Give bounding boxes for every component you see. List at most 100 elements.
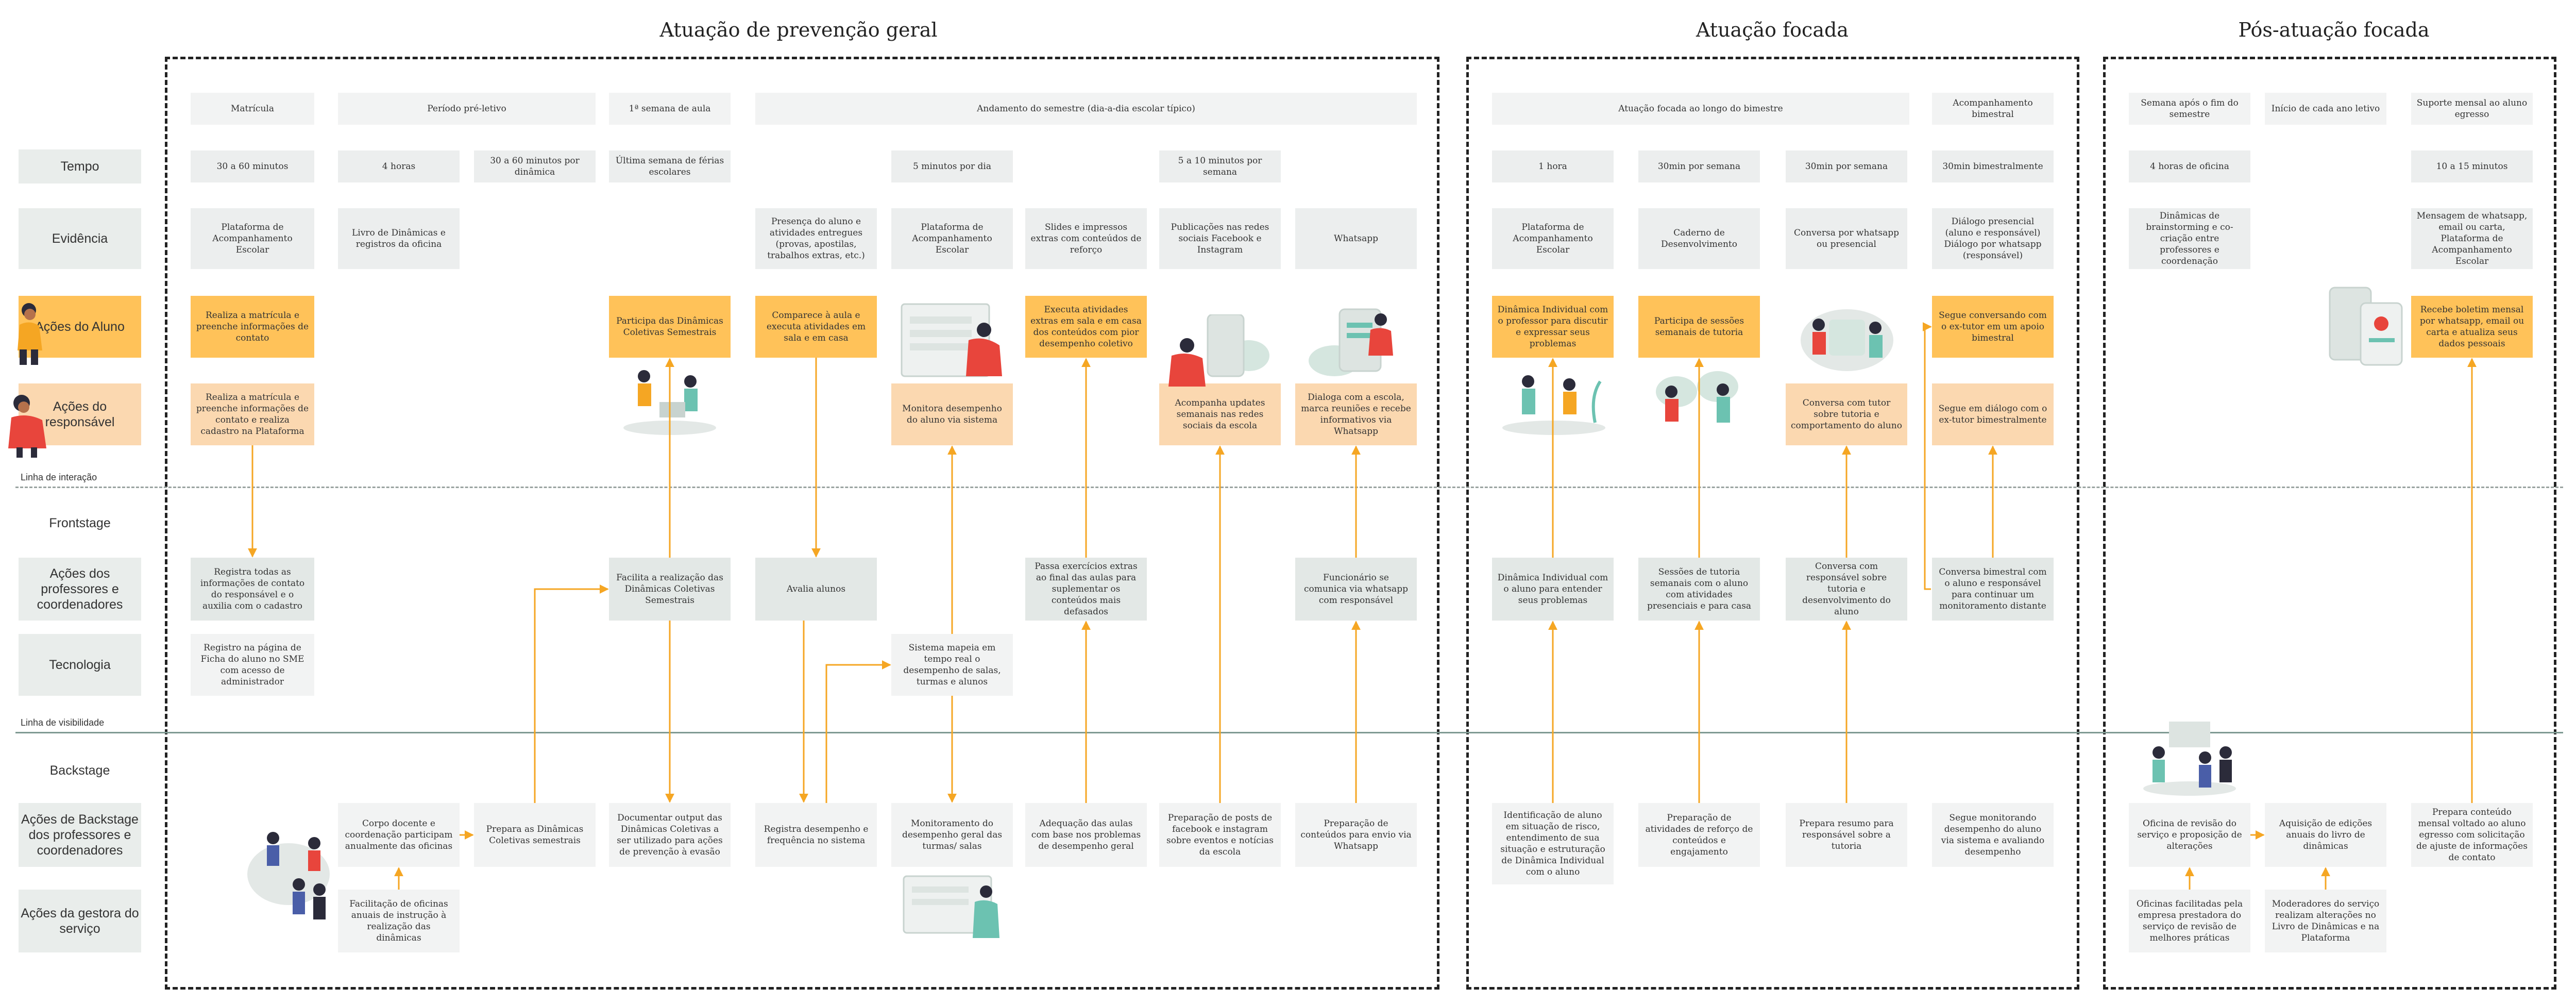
tecnologia-cell: Sistema mapeia em tempo real o desempenh…	[891, 634, 1013, 696]
backstage-action: Corpo docente e coordenação participam a…	[338, 803, 460, 867]
section-box-focada	[1466, 57, 2079, 990]
backstage-action: Segue monitorando desempenho do aluno vi…	[1932, 803, 2054, 867]
professores-action: Avalia alunos	[755, 558, 877, 621]
phase-semana-apos: Semana após o fim do semestre	[2129, 93, 2250, 125]
section-title-pos: Pós-atuação focada	[2238, 19, 2430, 41]
phase-acomp-bimestral: Acompanhamento bimestral	[1932, 93, 2054, 125]
tutor-conversation-illustration	[1801, 309, 1893, 371]
evidencia-cell: Conversa por whatsapp ou presencial	[1786, 208, 1907, 269]
professores-action: Conversa bimestral com o aluno e respons…	[1932, 558, 2054, 621]
tutoring-session-illustration	[1656, 371, 1738, 423]
aluno-action: Segue conversando com o ex-tutor em um a…	[1932, 296, 2054, 358]
evidencia-cell: Caderno de Desenvolvimento	[1638, 208, 1760, 269]
backstage-action: Prepara as Dinâmicas Coletivas semestrai…	[474, 803, 596, 867]
row-label-frontstage: Frontstage	[49, 516, 111, 530]
backstage-action: Identificação de aluno em situação de ri…	[1492, 803, 1614, 884]
professores-action: Facilita a realização das Dinâmicas Cole…	[609, 558, 731, 621]
monitoring-screen-illustration	[901, 303, 1002, 377]
professores-action: Sessões de tutoria semanais com o aluno …	[1638, 558, 1760, 621]
aluno-action: Recebe boletim mensal por whatsapp, emai…	[2411, 296, 2533, 358]
phase-matricula: Matrícula	[191, 93, 314, 125]
backstage-action: Adequação das aulas com base nos problem…	[1025, 803, 1147, 867]
backstage-action: Registra desempenho e frequência no sist…	[755, 803, 877, 867]
tempo-cell: 4 horas	[338, 150, 460, 182]
aluno-action: Dinâmica Individual com o professor para…	[1492, 296, 1614, 358]
evidencia-cell: Whatsapp	[1295, 208, 1417, 269]
aluno-action: Participa das Dinâmicas Coletivas Semest…	[609, 296, 731, 358]
backstage-action: Aquisição de edições anuais do livro de …	[2265, 803, 2386, 867]
tempo-cell: 30min por semana	[1638, 150, 1760, 182]
responsavel-action: Monitora desempenho do aluno via sistema	[891, 383, 1013, 445]
visibility-line	[15, 732, 2563, 733]
evidencia-cell: Presença do aluno e atividades entregues…	[755, 208, 877, 269]
backstage-action: Prepara resumo para responsável sobre a …	[1786, 803, 1907, 867]
newsletter-phone-illustration	[2329, 287, 2403, 366]
whatsapp-chat-illustration	[1309, 308, 1393, 376]
section-box-pos	[2103, 57, 2556, 990]
interaction-line	[15, 487, 2563, 488]
aluno-action: Comparece à aula e executa atividades em…	[755, 296, 877, 358]
section-box-prevencao	[165, 57, 1439, 990]
evidencia-cell: Plataforma de Acompanhamento Escolar	[891, 208, 1013, 269]
row-label-acoes-backstage: Ações de Backstage dos professores e coo…	[19, 803, 141, 867]
row-label-backstage: Backstage	[49, 763, 110, 778]
tempo-cell: 30 a 60 minutos	[191, 150, 314, 182]
phase-semana1: 1ª semana de aula	[609, 93, 731, 125]
responsavel-action: Conversa com tutor sobre tutoria e compo…	[1786, 383, 1907, 445]
row-label-acoes-professores: Ações dos professores e coordenadores	[19, 558, 141, 621]
gestora-action: Moderadores do serviço realizam alteraçõ…	[2265, 890, 2386, 952]
tempo-cell: 30 a 60 minutos por dinâmica	[474, 150, 596, 182]
phase-suporte-mensal: Suporte mensal ao aluno egresso	[2411, 93, 2533, 125]
individual-dynamic-illustration	[1502, 375, 1605, 435]
tempo-cell: 5 minutos por dia	[891, 150, 1013, 182]
monitoring-screen-illustration-2	[903, 875, 999, 938]
visibility-line-label: Linha de visibilidade	[21, 717, 105, 728]
professores-action: Registra todas as informações de contato…	[191, 558, 314, 621]
phase-inicio-ano: Início de cada ano letivo	[2265, 93, 2386, 125]
evidencia-cell: Mensagem de whatsapp, email ou carta, Pl…	[2411, 208, 2533, 269]
tempo-cell: 5 a 10 minutos por semana	[1159, 150, 1281, 182]
aluno-action: Participa de sessões semanais de tutoria	[1638, 296, 1760, 358]
aluno-action: Realiza a matrícula e preenche informaçõ…	[191, 296, 314, 358]
responsavel-action: Realiza a matrícula e preenche informaçõ…	[191, 383, 314, 445]
social-media-illustration	[1168, 314, 1269, 387]
tempo-cell: 30min por semana	[1786, 150, 1907, 182]
evidencia-cell: Diálogo presencial (aluno e responsável)…	[1932, 208, 2054, 269]
evidencia-cell: Livro de Dinâmicas e registros da oficin…	[338, 208, 460, 269]
service-review-illustration	[2143, 722, 2236, 796]
dinamica-coletiva-illustration	[623, 370, 716, 435]
phase-pre-letivo: Período pré-letivo	[338, 93, 596, 125]
professores-action: Passa exercícios extras ao final das aul…	[1025, 558, 1147, 621]
row-label-tempo: Tempo	[19, 149, 141, 183]
section-title-focada: Atuação focada	[1696, 19, 1849, 41]
student-persona-illustration	[18, 303, 42, 365]
responsavel-action: Segue em diálogo com o ex-tutor bimestra…	[1932, 383, 2054, 445]
interaction-line-label: Linha de interação	[21, 472, 97, 482]
tecnologia-cell: Registro na página de Ficha do aluno no …	[191, 634, 314, 696]
tempo-cell: Última semana de férias escolares	[609, 150, 731, 182]
row-label-tecnologia: Tecnologia	[19, 634, 141, 696]
professores-action: Conversa com responsável sobre tutoria e…	[1786, 558, 1907, 621]
section-title-prevencao: Atuação de prevenção geral	[659, 19, 938, 41]
evidencia-cell: Dinâmicas de brainstorming e co-criação …	[2129, 208, 2250, 269]
responsavel-action: Dialoga com a escola, marca reuniões e r…	[1295, 383, 1417, 445]
evidencia-cell: Publicações nas redes sociais Facebook e…	[1159, 208, 1281, 269]
backstage-action: Preparação de posts de facebook e instag…	[1159, 803, 1281, 867]
backstage-action: Monitoramento do desempenho geral das tu…	[891, 803, 1013, 867]
backstage-action: Preparação de conteúdos para envio via W…	[1295, 803, 1417, 867]
gestora-action: Facilitação de oficinas anuais de instru…	[338, 890, 460, 952]
phase-focada-bimestre: Atuação focada ao longo do bimestre	[1492, 93, 1909, 125]
professores-action: Funcionário se comunica via whatsapp com…	[1295, 558, 1417, 621]
backstage-action: Documentar output das Dinâmicas Coletiva…	[609, 803, 731, 867]
phase-andamento: Andamento do semestre (dia-a-dia escolar…	[755, 93, 1417, 125]
gestora-action: Oficinas facilitadas pela empresa presta…	[2129, 890, 2250, 952]
professores-action: Dinâmica Individual com o aluno para ent…	[1492, 558, 1614, 621]
tempo-cell: 1 hora	[1492, 150, 1614, 182]
evidencia-cell: Plataforma de Acompanhamento Escolar	[1492, 208, 1614, 269]
backstage-action: Prepara conteúdo mensal voltado ao aluno…	[2411, 803, 2533, 867]
guardian-persona-illustration	[8, 395, 46, 458]
tempo-cell: 30min bimestralmente	[1932, 150, 2054, 182]
row-label-evidencia: Evidência	[19, 208, 141, 269]
row-label-acoes-gestora: Ações da gestora do serviço	[19, 890, 141, 952]
aluno-action: Executa atividades extras em sala e em c…	[1025, 296, 1147, 358]
